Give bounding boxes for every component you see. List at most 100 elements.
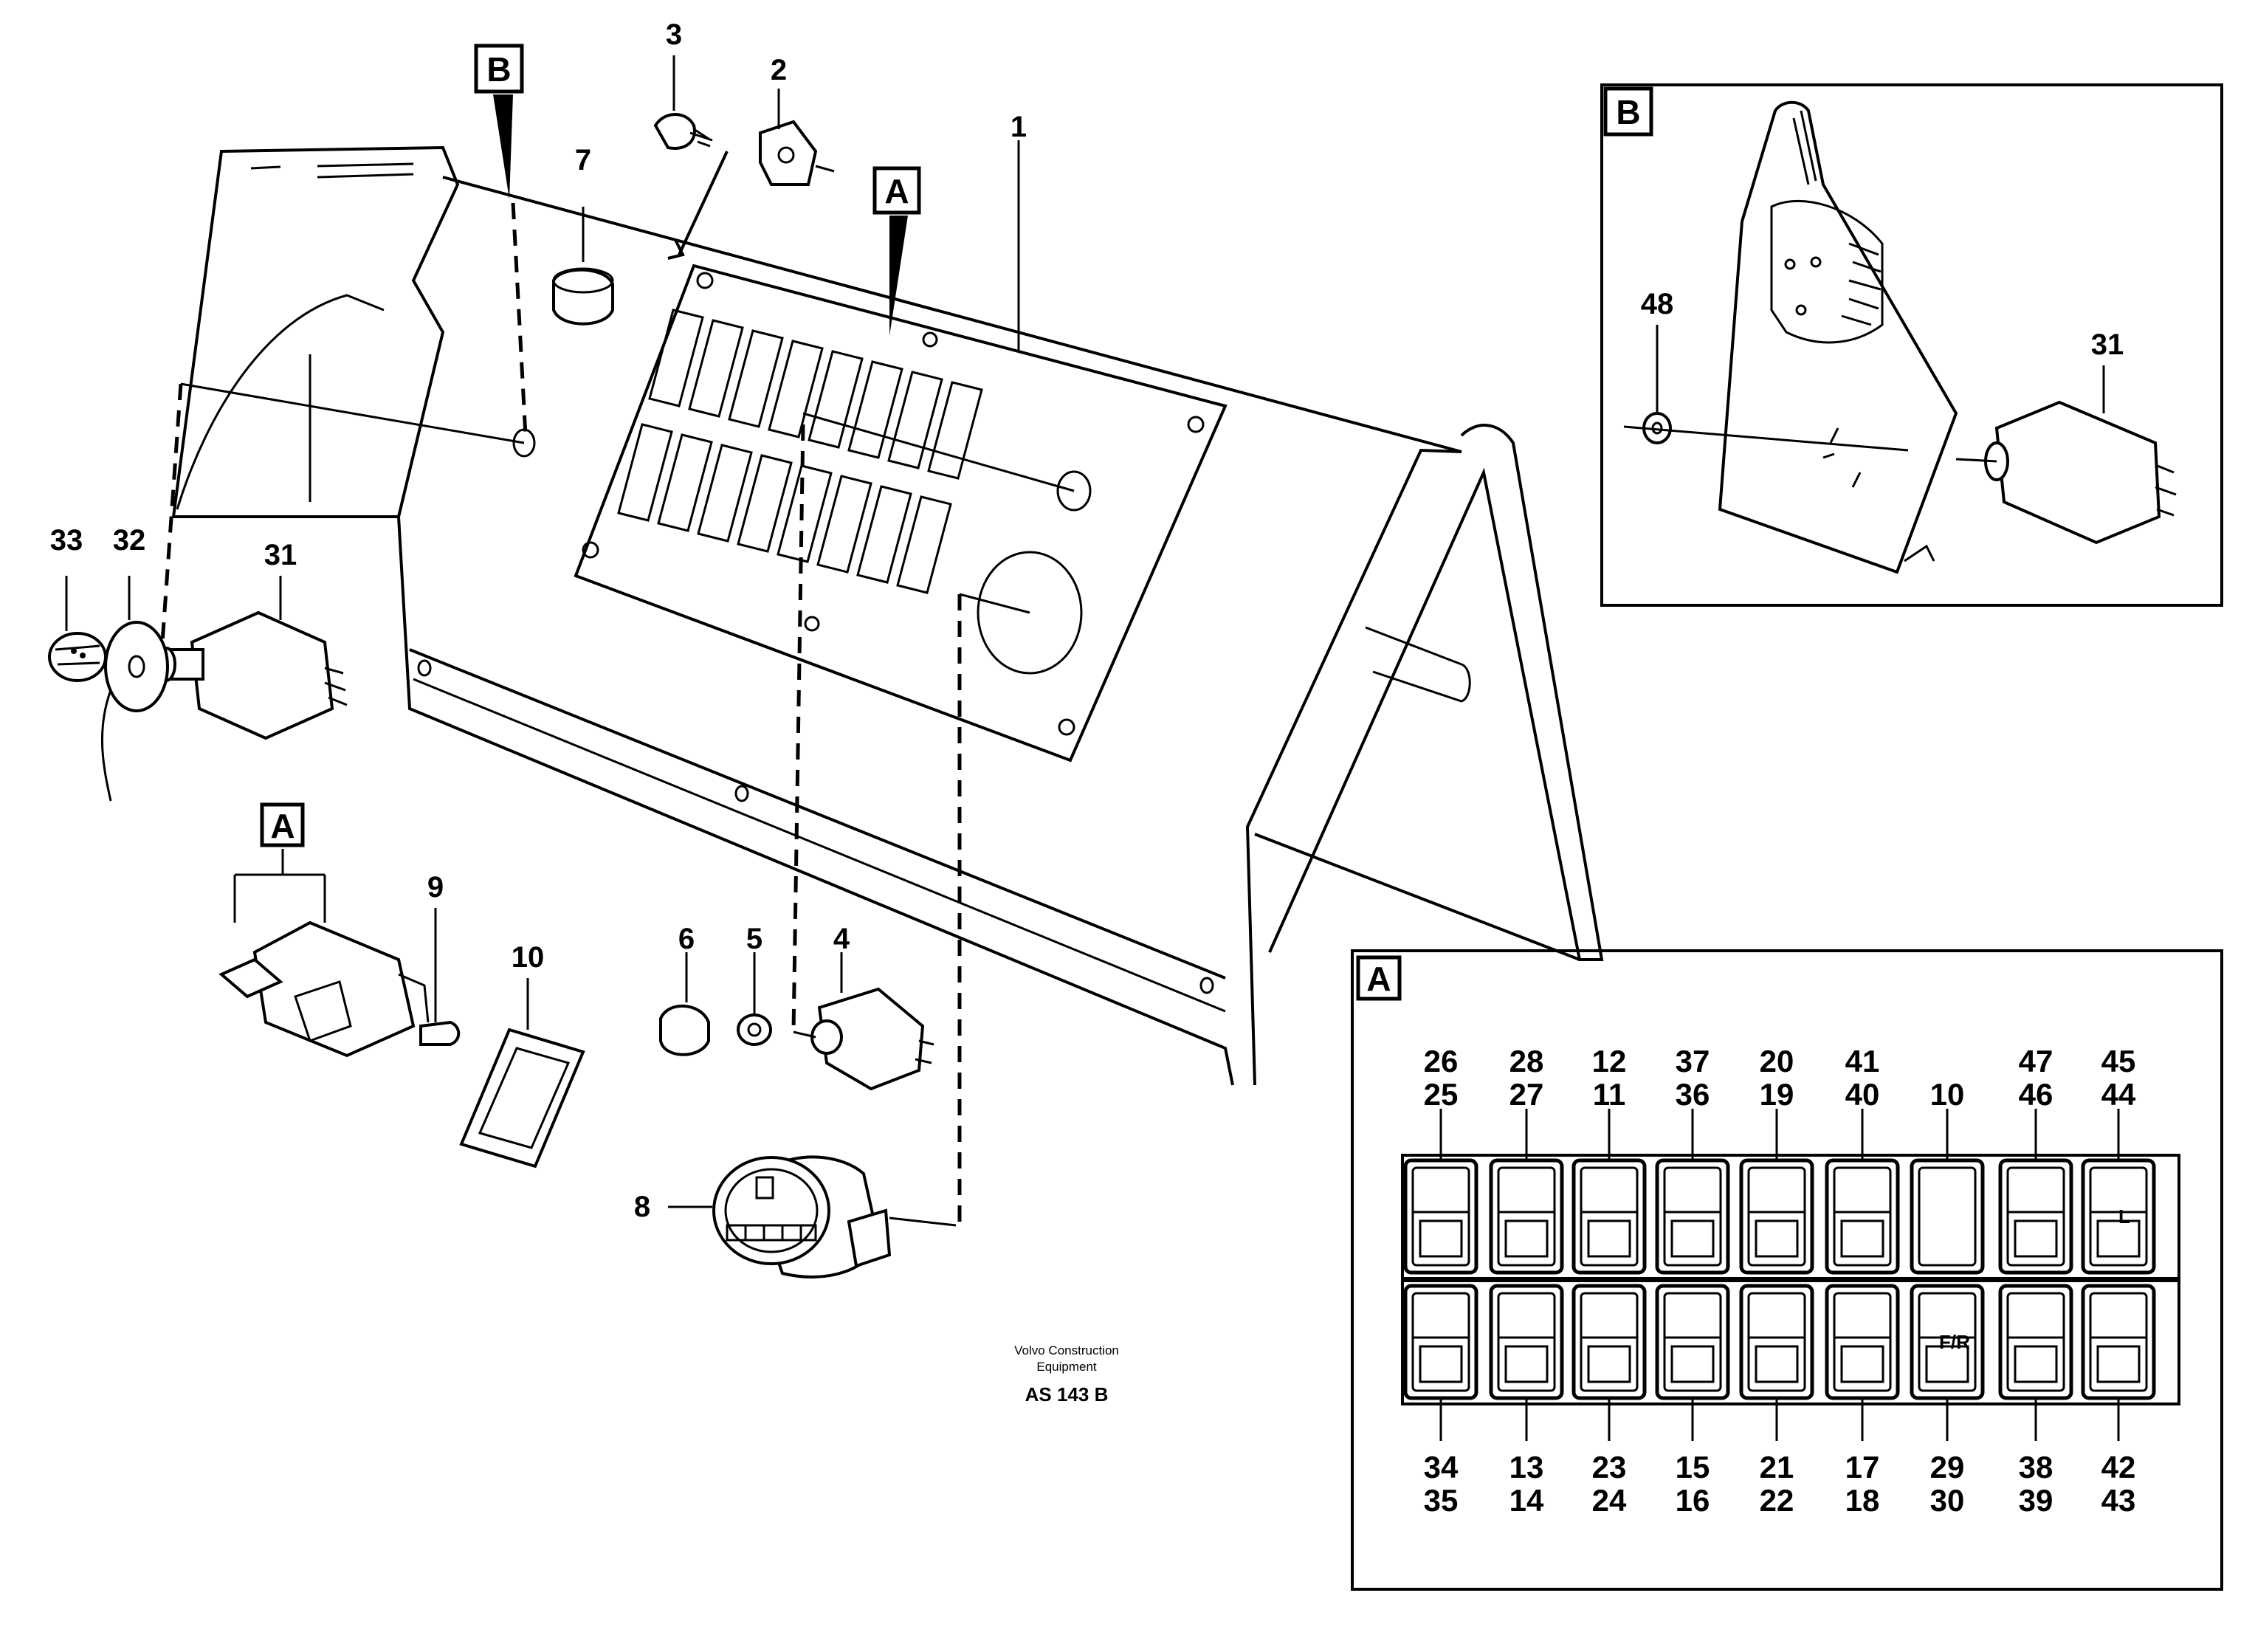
faceplate-slot [856, 485, 912, 584]
switch-symbol-frame [1587, 1219, 1631, 1258]
label-b-detail: B [1616, 93, 1640, 131]
callout-3: 3 [666, 18, 682, 51]
switch-symbol-frame [1925, 1345, 1969, 1383]
switch-symbol-frame [1504, 1345, 1549, 1383]
rocker-switch-face [1580, 1292, 1639, 1392]
credit-line2: Equipment [1036, 1360, 1097, 1374]
rocker-switch-face [1663, 1292, 1722, 1392]
detail-a-label-lower: 43 [2101, 1483, 2136, 1518]
detail-a-label-upper: 34 [1424, 1450, 1459, 1484]
knob-part-33 [48, 576, 107, 682]
rocker-switch-face [1918, 1292, 1977, 1392]
detail-a-label-lower: 11 [1593, 1077, 1625, 1112]
faceplate-slot [847, 360, 903, 459]
detail-a-label-upper: 15 [1676, 1450, 1710, 1484]
faceplate-slots-top [648, 309, 983, 480]
rotary-switch-part-4 [791, 412, 1075, 1091]
detail-a-label-lower: 39 [2019, 1483, 2053, 1518]
switch-symbol-frame [1587, 1345, 1631, 1383]
detail-a-label-upper: 20 [1760, 1044, 1794, 1078]
detail-a-label-lower: 27 [1509, 1077, 1544, 1112]
detail-a-label-lower: 30 [1930, 1483, 1965, 1518]
detail-b-pointer [474, 44, 528, 436]
rocker-switch-part-a [218, 802, 430, 1058]
callout-1: 1 [1011, 111, 1027, 143]
rocker-switch-face [1747, 1292, 1806, 1392]
switch-symbol-frame [1755, 1345, 1799, 1383]
lens-part-10 [459, 978, 585, 1169]
callout-5: 5 [746, 923, 762, 955]
detail-a-label-upper: 12 [1592, 1044, 1627, 1078]
rocker-switch-face [2089, 1292, 2148, 1392]
callout-10: 10 [512, 941, 545, 974]
detail-a-label-upper: 26 [1424, 1044, 1459, 1078]
screw-part-3 [653, 55, 713, 150]
callout-6: 6 [678, 923, 695, 955]
switch-symbol-frame [1419, 1219, 1463, 1258]
detail-a-label-lower: 19 [1760, 1077, 1794, 1112]
detail-a-label-upper: 23 [1592, 1450, 1627, 1484]
switch-symbol-frame [1840, 1345, 1884, 1383]
detail-a-label-lower: 22 [1760, 1483, 1794, 1518]
rotary-switch-part-31 [156, 382, 525, 740]
switch-symbol-frame [1504, 1219, 1549, 1258]
faceplate-slot [887, 371, 943, 469]
detail-a-label-lower: 44 [2101, 1077, 2136, 1112]
detail-a-label-upper: 13 [1509, 1450, 1544, 1484]
faceplate-slot [728, 329, 784, 428]
faceplate-slot [927, 381, 983, 480]
detail-a-label-upper: 42 [2101, 1450, 2136, 1484]
clip-part-2 [667, 89, 835, 260]
faceplate-slot [816, 475, 872, 574]
rocker-switch-face [1411, 1292, 1470, 1392]
detail-a-label-upper: 28 [1509, 1044, 1544, 1078]
detail-a-label-lower: 25 [1424, 1077, 1459, 1112]
detail-a-label-upper: 38 [2019, 1450, 2053, 1484]
symbol-fr: F/R [1939, 1331, 1970, 1353]
knob-part-7 [552, 207, 614, 326]
faceplate-slot [688, 319, 744, 418]
detail-a-label-upper: 21 [1760, 1450, 1794, 1484]
drawing-code: AS 143 B [1025, 1383, 1109, 1405]
faceplate-slot [808, 350, 864, 449]
detail-a-label-upper: 37 [1676, 1044, 1710, 1078]
faceplate-slot [737, 454, 793, 553]
detail-a-label-lower: 18 [1845, 1483, 1880, 1518]
switch-symbol-frame [1670, 1219, 1715, 1258]
callout-9: 9 [427, 871, 444, 904]
faceplate-slots-bottom [617, 423, 952, 594]
rocker-switch-face [2089, 1166, 2148, 1267]
detail-a-label-lower: 40 [1845, 1077, 1880, 1112]
detail-b-box: B 48 31 [1600, 83, 2223, 607]
bulb-part-9 [419, 908, 461, 1046]
detail-a-label-upper: 29 [1930, 1450, 1965, 1484]
detail-b-callout-31: 31 [2091, 328, 2124, 361]
detail-a-label-upper: 45 [2101, 1044, 2136, 1078]
detail-a-label-lower: 36 [1676, 1077, 1710, 1112]
switch-symbol-frame [2096, 1219, 2141, 1258]
faceplate-slot [896, 495, 952, 594]
switch-symbol-frame [1419, 1345, 1463, 1383]
rocker-switch-face [2006, 1292, 2065, 1392]
callout-7: 7 [575, 144, 591, 176]
switch-symbol-frame [1670, 1345, 1715, 1383]
faceplate-slot [648, 309, 704, 407]
label-a-detail: A [1366, 960, 1391, 998]
rocker-switch-face [1497, 1166, 1556, 1267]
washer-part-32 [101, 576, 169, 802]
gauge-part-8 [668, 593, 1030, 1278]
detail-a-label-lower: 16 [1676, 1483, 1710, 1518]
callout-32: 32 [113, 524, 146, 557]
rocker-switch-face [1833, 1166, 1892, 1267]
rocker-switch-face [1833, 1292, 1892, 1392]
callout-8: 8 [634, 1191, 650, 1223]
callout-4: 4 [833, 923, 850, 955]
knob-part-6 [659, 952, 710, 1056]
symbol-l: L [2118, 1205, 2130, 1228]
detail-a-label-lower: 35 [1424, 1483, 1459, 1518]
faceplate-slot [777, 464, 833, 563]
detail-a-label-upper: 41 [1845, 1044, 1880, 1078]
